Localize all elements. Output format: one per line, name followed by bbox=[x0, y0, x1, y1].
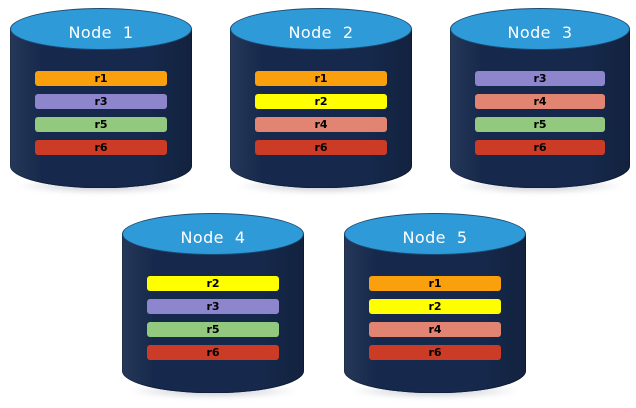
replica-label: r2 bbox=[206, 277, 220, 290]
replica-bar-r6[interactable]: r6 bbox=[35, 140, 167, 155]
node-top-ellipse: Node 2 bbox=[230, 8, 412, 50]
replica-label: r3 bbox=[206, 300, 220, 313]
node-top-ellipse: Node 5 bbox=[344, 213, 526, 255]
node-top-ellipse: Node 4 bbox=[122, 213, 304, 255]
node-cylinder-4[interactable]: Node 4 r2 r3 r5 r6 bbox=[122, 213, 304, 399]
replica-bar-r3[interactable]: r3 bbox=[475, 71, 605, 86]
replica-bar-r6[interactable]: r6 bbox=[255, 140, 387, 155]
node-label: Node 5 bbox=[402, 227, 468, 247]
node-cylinder-3[interactable]: Node 3 r3 r4 r5 r6 bbox=[450, 8, 630, 194]
replica-label: r4 bbox=[428, 323, 442, 336]
replica-bar-r5[interactable]: r5 bbox=[35, 117, 167, 132]
replica-label: r6 bbox=[94, 141, 108, 154]
replica-label: r6 bbox=[428, 346, 442, 359]
replica-bar-r3[interactable]: r3 bbox=[35, 94, 167, 109]
node-label: Node 4 bbox=[180, 227, 246, 247]
replica-bar-r3[interactable]: r3 bbox=[147, 299, 279, 314]
replica-list: r1 r2 r4 r6 bbox=[230, 71, 412, 155]
replica-label: r5 bbox=[206, 323, 220, 336]
replica-bar-r4[interactable]: r4 bbox=[255, 117, 387, 132]
replica-bar-r6[interactable]: r6 bbox=[147, 345, 279, 360]
node-top-ellipse: Node 3 bbox=[450, 8, 630, 50]
replica-list: r1 r3 r5 r6 bbox=[10, 71, 192, 155]
replica-label: r1 bbox=[94, 72, 108, 85]
replica-bar-r2[interactable]: r2 bbox=[255, 94, 387, 109]
replica-label: r3 bbox=[94, 95, 108, 108]
node-label: Node 1 bbox=[68, 22, 134, 42]
replica-label: r1 bbox=[428, 277, 442, 290]
replica-label: r5 bbox=[533, 118, 547, 131]
replica-bar-r5[interactable]: r5 bbox=[147, 322, 279, 337]
replica-bar-r5[interactable]: r5 bbox=[475, 117, 605, 132]
replica-label: r3 bbox=[533, 72, 547, 85]
node-label: Node 3 bbox=[507, 22, 573, 42]
replica-bar-r2[interactable]: r2 bbox=[147, 276, 279, 291]
replica-list: r1 r2 r4 r6 bbox=[344, 276, 526, 360]
replica-label: r6 bbox=[314, 141, 328, 154]
node-cylinder-1[interactable]: Node 1 r1 r3 r5 r6 bbox=[10, 8, 192, 194]
node-cylinder-2[interactable]: Node 2 r1 r2 r4 r6 bbox=[230, 8, 412, 194]
replica-label: r4 bbox=[533, 95, 547, 108]
node-label: Node 2 bbox=[288, 22, 354, 42]
replica-label: r1 bbox=[314, 72, 328, 85]
replica-list: r2 r3 r5 r6 bbox=[122, 276, 304, 360]
replica-label: r4 bbox=[314, 118, 328, 131]
replica-bar-r1[interactable]: r1 bbox=[369, 276, 501, 291]
replica-bar-r2[interactable]: r2 bbox=[369, 299, 501, 314]
replica-bar-r1[interactable]: r1 bbox=[35, 71, 167, 86]
replica-label: r6 bbox=[206, 346, 220, 359]
node-top-ellipse: Node 1 bbox=[10, 8, 192, 50]
replica-list: r3 r4 r5 r6 bbox=[450, 71, 630, 155]
replica-label: r2 bbox=[428, 300, 442, 313]
replica-bar-r6[interactable]: r6 bbox=[369, 345, 501, 360]
replica-bar-r6[interactable]: r6 bbox=[475, 140, 605, 155]
replica-label: r5 bbox=[94, 118, 108, 131]
replica-bar-r4[interactable]: r4 bbox=[369, 322, 501, 337]
replica-label: r2 bbox=[314, 95, 328, 108]
replica-bar-r4[interactable]: r4 bbox=[475, 94, 605, 109]
node-cylinder-5[interactable]: Node 5 r1 r2 r4 r6 bbox=[344, 213, 526, 399]
replica-bar-r1[interactable]: r1 bbox=[255, 71, 387, 86]
replica-label: r6 bbox=[533, 141, 547, 154]
